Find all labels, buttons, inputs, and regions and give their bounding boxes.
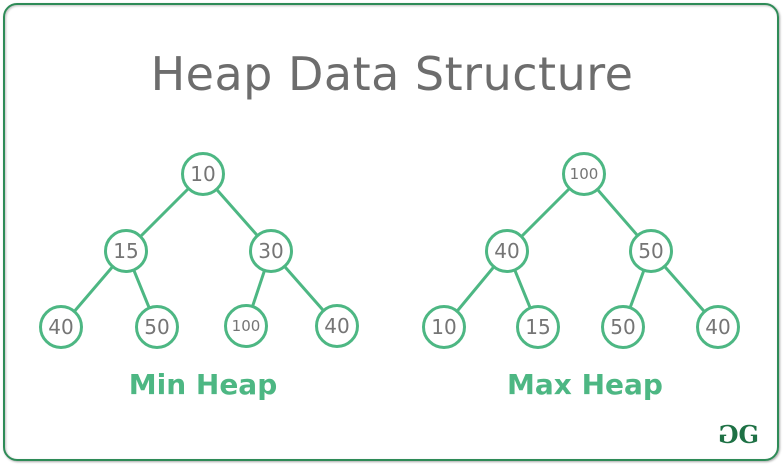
min-heap-node-leaf-1: 40 bbox=[39, 305, 83, 349]
min-heap-node-left: 15 bbox=[104, 229, 148, 273]
max-heap-node-leaf-3: 50 bbox=[601, 305, 645, 349]
max-heap-node-left: 40 bbox=[485, 229, 529, 273]
max-heap-node-leaf-2: 15 bbox=[516, 305, 560, 349]
min-heap-node-right: 30 bbox=[249, 229, 293, 273]
max-heap-label: Max Heap bbox=[507, 368, 663, 401]
min-heap-node-leaf-4: 40 bbox=[315, 304, 359, 348]
page-title: Heap Data Structure bbox=[150, 46, 634, 101]
max-heap-node-right: 50 bbox=[629, 229, 673, 273]
logo-letter-mirrored-g: G bbox=[720, 420, 739, 449]
min-heap-node-leaf-2: 50 bbox=[135, 305, 179, 349]
max-heap-node-root: 100 bbox=[562, 152, 606, 196]
min-heap-node-leaf-3: 100 bbox=[224, 304, 268, 348]
logo-letter-g: G bbox=[738, 420, 759, 449]
diagram-border bbox=[3, 3, 779, 461]
min-heap-label: Min Heap bbox=[128, 368, 278, 401]
min-heap-edges bbox=[59, 172, 339, 329]
geeksforgeeks-logo: GG bbox=[720, 420, 759, 449]
max-heap-node-leaf-4: 40 bbox=[696, 305, 740, 349]
min-heap-node-root: 10 bbox=[181, 152, 225, 196]
max-heap-node-leaf-1: 10 bbox=[422, 305, 466, 349]
